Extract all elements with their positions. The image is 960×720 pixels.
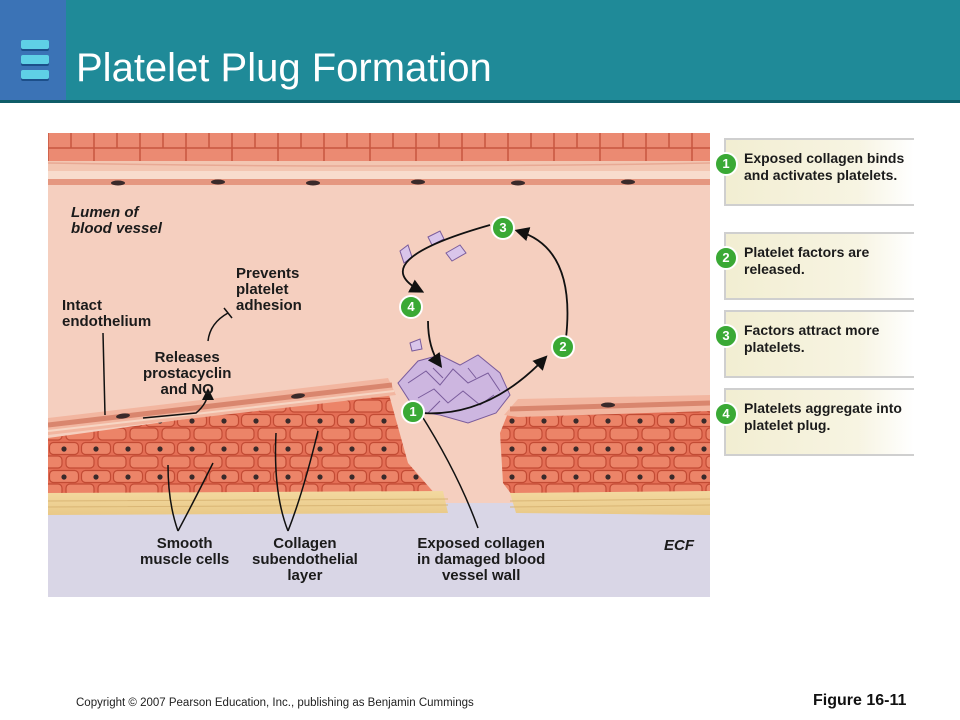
ecf-text: ECF xyxy=(664,537,694,554)
cycle-badge-1: 1 xyxy=(401,400,425,424)
figure-reference: Figure 16-11 xyxy=(813,692,907,709)
logo-bar-icon xyxy=(21,55,49,64)
cycle-badge-4: 4 xyxy=(399,295,423,319)
step-text: Factors attract more platelets. xyxy=(744,322,880,355)
step-panel-4: 4 Platelets aggregate into platelet plug… xyxy=(714,388,914,456)
smooth-muscle-text: Smooth muscle cells xyxy=(140,535,230,568)
cycle-badge-3: 3 xyxy=(491,216,515,240)
collagen-layer-text: Collagen subendothelial layer xyxy=(252,535,358,584)
releases-label: Releases prostacyclin and NO xyxy=(143,350,231,398)
collagen-layer-label: Collagen subendothelial layer xyxy=(252,536,358,584)
step-panel-1: 1 Exposed collagen binds and activates p… xyxy=(714,138,914,206)
step-panel-2: 2 Platelet factors are released. xyxy=(714,232,914,300)
prevents-adhesion-text: Prevents platelet adhesion xyxy=(236,265,302,314)
smooth-muscle-label: Smooth muscle cells xyxy=(140,536,229,568)
step-number: 3 xyxy=(714,324,738,348)
header-divider xyxy=(0,100,960,103)
logo-bar-icon xyxy=(21,40,49,49)
logo-bar-icon xyxy=(21,70,49,79)
step-panel-3: 3 Factors attract more platelets. xyxy=(714,310,914,378)
step-text: Exposed collagen binds and activates pla… xyxy=(744,150,905,183)
page-title: Platelet Plug Formation xyxy=(76,46,492,90)
exposed-collagen-text: Exposed collagen in damaged blood vessel… xyxy=(417,535,546,584)
vessel-diagram xyxy=(48,133,710,597)
releases-text: Releases prostacyclin and NO xyxy=(143,349,232,398)
intact-endothelium-label: Intact endothelium xyxy=(62,298,151,330)
intact-endothelium-text: Intact endothelium xyxy=(62,297,152,330)
copyright-notice: Copyright © 2007 Pearson Education, Inc.… xyxy=(76,697,474,709)
cycle-badge-2: 2 xyxy=(551,335,575,359)
exposed-collagen-label: Exposed collagen in damaged blood vessel… xyxy=(417,536,545,584)
step-text: Platelets aggregate into platelet plug. xyxy=(744,400,902,433)
lumen-label-text: Lumen of blood vessel xyxy=(71,204,162,237)
step-number: 1 xyxy=(714,152,738,176)
prevents-adhesion-label: Prevents platelet adhesion xyxy=(236,266,302,314)
header-bar xyxy=(0,0,960,100)
step-text: Platelet factors are released. xyxy=(744,244,870,277)
ecf-label: ECF xyxy=(664,538,694,554)
logo-block xyxy=(0,0,66,100)
step-number: 2 xyxy=(714,246,738,270)
lumen-label: Lumen of blood vessel xyxy=(71,205,162,237)
step-number: 4 xyxy=(714,402,738,426)
